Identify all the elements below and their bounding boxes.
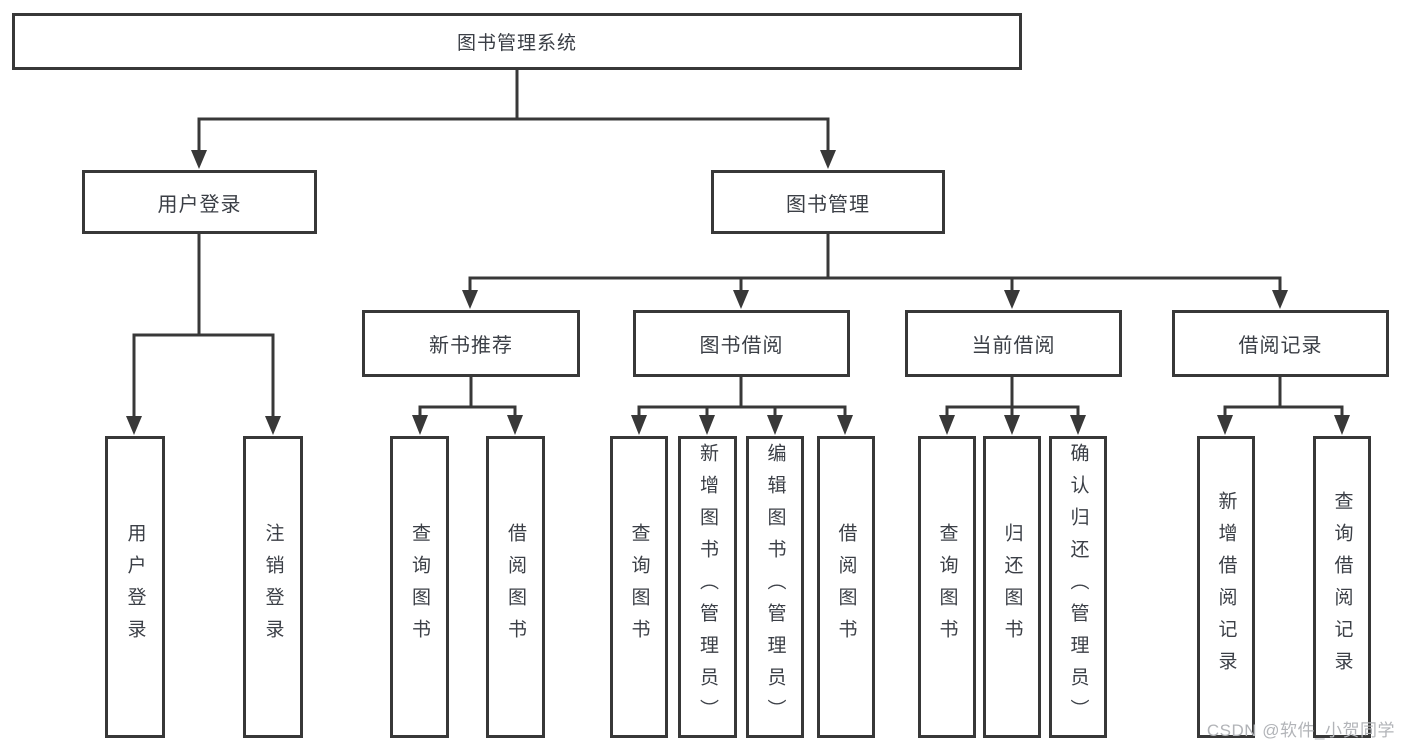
leaf-borrowing-borrow-books: 借阅图书 <box>817 436 875 738</box>
leaf-current-confirm-return-admin-label: 确认归还（管理员） <box>1067 443 1089 731</box>
arrowhead-icon <box>412 415 428 435</box>
node-root-label: 图书管理系统 <box>456 33 577 54</box>
arrowhead-icon <box>1334 415 1350 435</box>
leaf-borrowing-query-books: 查询图书 <box>610 436 668 738</box>
node-root: 图书管理系统 <box>12 13 1022 70</box>
node-borrowing-records: 借阅记录 <box>1172 310 1389 377</box>
leaf-recommend-query-books: 查询图书 <box>390 436 449 738</box>
leaf-records-query-record-label: 查询借阅记录 <box>1331 491 1353 683</box>
node-new-book-recommendation: 新书推荐 <box>362 310 580 377</box>
node-user-login: 用户登录 <box>82 170 317 234</box>
node-book-borrowing-label: 图书借阅 <box>699 335 784 357</box>
arrowhead-icon <box>1217 415 1233 435</box>
leaf-borrowing-add-books-admin: 新增图书（管理员） <box>678 436 737 738</box>
arrowhead-icon <box>1004 290 1020 309</box>
leaf-borrowing-query-books-label: 查询图书 <box>628 523 650 651</box>
leaf-borrowing-edit-books-admin: 编辑图书（管理员） <box>746 436 804 738</box>
arrowhead-icon <box>699 415 715 435</box>
arrowhead-icon <box>462 290 478 309</box>
leaf-user-login: 用户登录 <box>105 436 165 738</box>
leaf-records-add-record: 新增借阅记录 <box>1197 436 1255 738</box>
leaf-logout: 注销登录 <box>243 436 303 738</box>
arrowhead-icon <box>1272 290 1288 309</box>
leaf-recommend-borrow-books: 借阅图书 <box>486 436 545 738</box>
arrowhead-icon <box>820 150 836 169</box>
leaf-current-return-books-label: 归还图书 <box>1001 523 1023 651</box>
node-user-login-label: 用户登录 <box>157 193 242 216</box>
leaf-user-login-label: 用户登录 <box>124 523 146 651</box>
arrowhead-icon <box>191 150 207 169</box>
node-book-management-label: 图书管理 <box>786 193 870 216</box>
leaf-current-query-books-label: 查询图书 <box>936 523 958 651</box>
leaf-borrowing-add-books-admin-label: 新增图书（管理员） <box>697 443 718 731</box>
leaf-current-query-books: 查询图书 <box>918 436 976 738</box>
leaf-records-query-record: 查询借阅记录 <box>1313 436 1371 738</box>
node-current-borrowing: 当前借阅 <box>905 310 1122 377</box>
arrowhead-icon <box>767 415 783 435</box>
arrowhead-icon <box>507 415 523 435</box>
leaf-recommend-query-books-label: 查询图书 <box>409 523 430 651</box>
leaf-recommend-borrow-books-label: 借阅图书 <box>505 523 526 651</box>
leaf-borrowing-borrow-books-label: 借阅图书 <box>835 523 857 651</box>
arrowhead-icon <box>733 290 749 309</box>
node-book-management: 图书管理 <box>711 170 945 234</box>
arrowhead-icon <box>837 415 853 435</box>
arrowhead-icon <box>939 415 955 435</box>
leaf-logout-label: 注销登录 <box>262 523 284 651</box>
leaf-current-return-books: 归还图书 <box>983 436 1041 738</box>
leaf-records-add-record-label: 新增借阅记录 <box>1215 491 1237 683</box>
node-borrowing-records-label: 借阅记录 <box>1238 335 1323 357</box>
arrowhead-icon <box>631 415 647 435</box>
node-new-book-recommendation-label: 新书推荐 <box>429 335 513 357</box>
leaf-current-confirm-return-admin: 确认归还（管理员） <box>1049 436 1107 738</box>
arrowhead-icon <box>1070 415 1086 435</box>
node-current-borrowing-label: 当前借阅 <box>971 335 1056 357</box>
arrowhead-icon <box>1004 415 1020 435</box>
arrowhead-icon <box>265 416 281 435</box>
node-book-borrowing: 图书借阅 <box>633 310 850 377</box>
arrowhead-icon <box>126 416 142 435</box>
leaf-borrowing-edit-books-admin-label: 编辑图书（管理员） <box>764 443 786 731</box>
watermark: CSDN @软件_小贺同学 <box>1206 721 1395 740</box>
